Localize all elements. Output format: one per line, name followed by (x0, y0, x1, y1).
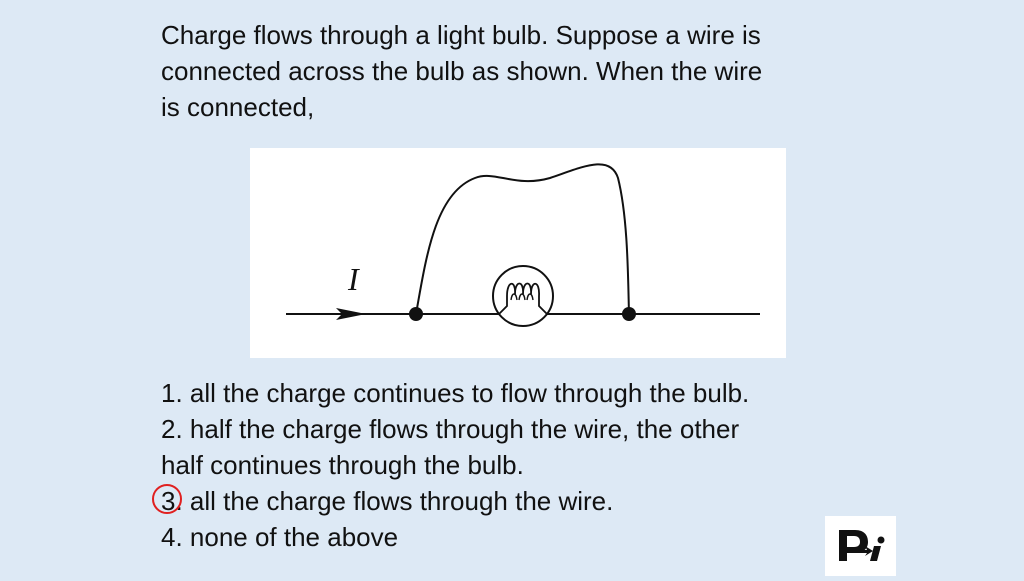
junction-left (409, 307, 423, 321)
question-text: Charge flows through a light bulb. Suppo… (161, 17, 881, 125)
bypass-wire (415, 163, 630, 315)
correct-answer-circle (152, 484, 182, 514)
choice-4[interactable]: 4. none of the above (161, 522, 399, 552)
choice-3[interactable]: 3. all the charge flows through the wire… (161, 486, 614, 516)
choice-2[interactable]: 2. half the charge flows through the wir… (161, 414, 740, 444)
bulb-icon (492, 265, 554, 327)
choice-3-row[interactable]: 3. all the charge flows through the wire… (152, 483, 901, 519)
junction-right (622, 307, 636, 321)
question-line-1: Charge flows through a light bulb. Suppo… (161, 20, 761, 50)
question-line-2: connected across the bulb as shown. When… (161, 56, 763, 86)
current-arrow (336, 308, 366, 320)
current-label: I (347, 261, 360, 297)
choice-2-continued[interactable]: half continues through the bulb. (161, 450, 524, 480)
answer-choices: 1. all the charge continues to flow thro… (152, 375, 901, 555)
circuit-svg: I (286, 163, 760, 327)
pi-logo-icon (839, 530, 885, 561)
circuit-diagram: I (250, 148, 786, 358)
choice-1[interactable]: 1. all the charge continues to flow thro… (161, 378, 750, 408)
question-line-3: is connected, (161, 92, 315, 122)
pi-logo (825, 516, 896, 576)
